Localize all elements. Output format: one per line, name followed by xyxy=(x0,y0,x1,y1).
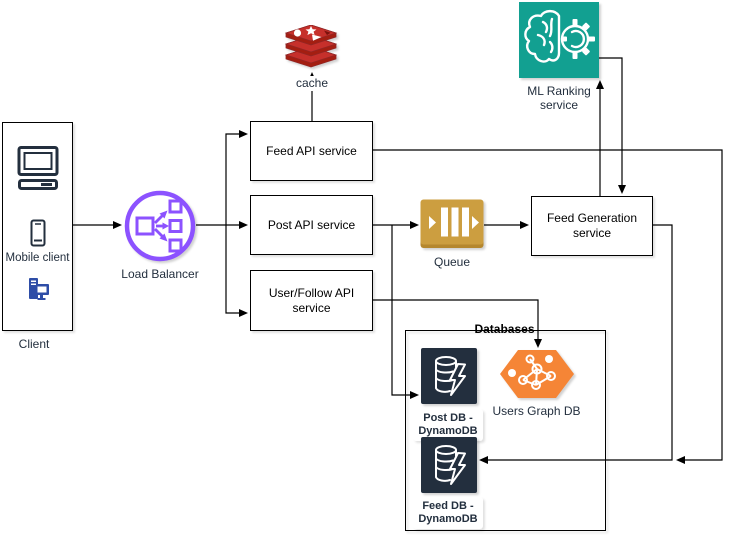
post-db-label: Post DB - DynamoDB xyxy=(413,409,483,441)
client-label: Client xyxy=(18,337,50,351)
cache-label: cache xyxy=(292,76,332,91)
edge-feed-generation-to-ml-ranking xyxy=(596,80,604,196)
post-db-dynamodb-icon xyxy=(421,348,477,404)
edge-load-balancer-to-feed-api xyxy=(225,130,248,225)
ml-ranking-icon xyxy=(519,2,599,78)
edge-user-api-to-users-graph-db xyxy=(371,299,542,348)
edge-queue-to-feed-generation xyxy=(484,221,529,229)
client-group-box: Mobile client xyxy=(2,122,73,331)
feed-api-service-label: Feed API service xyxy=(266,143,357,158)
mobile-phone-icon xyxy=(30,219,45,247)
edge-post-api-to-post-db xyxy=(391,225,419,399)
mobile-client-label: Mobile client xyxy=(5,252,70,264)
load-balancer-icon xyxy=(122,188,198,264)
ml-ranking-label: ML Ranking service xyxy=(527,84,591,112)
feed-api-service-box: Feed API service xyxy=(250,121,373,181)
edge-feed-generation-to-feed-db xyxy=(479,224,673,464)
edge-post-api-to-queue xyxy=(371,221,419,229)
edge-ml-ranking-to-feed-generation xyxy=(599,57,626,194)
feed-generation-label-line2: service xyxy=(572,226,611,240)
desktop-computer-icon xyxy=(17,146,58,190)
user-follow-api-label-line2: service xyxy=(292,300,331,315)
load-balancer-label: Load Balancer xyxy=(121,267,199,281)
users-graph-db-icon xyxy=(499,349,575,399)
edge-load-balancer-to-post-api xyxy=(196,221,248,229)
edge-load-balancer-to-user-api xyxy=(225,225,248,317)
edge-client-to-load-balancer xyxy=(71,221,122,229)
post-api-service-label: Post API service xyxy=(267,217,356,232)
databases-title: Databases xyxy=(474,322,535,336)
feed-generation-label-line1: Feed Generation xyxy=(546,211,638,225)
users-graph-db-label: Users Graph DB xyxy=(492,404,581,418)
feed-db-dynamodb-icon xyxy=(421,437,477,493)
edge-feed-api-right-loop xyxy=(371,149,723,464)
user-follow-api-label-line1: User/Follow API xyxy=(268,285,355,300)
post-api-service-box: Post API service xyxy=(250,195,373,255)
queue-label: Queue xyxy=(433,255,471,269)
workstation-icon xyxy=(28,278,49,300)
databases-container xyxy=(405,330,606,531)
queue-icon xyxy=(420,199,484,249)
user-follow-api-service-box: User/Follow API service xyxy=(250,270,373,331)
feed-db-label: Feed DB - DynamoDB xyxy=(413,497,483,529)
redis-cache-icon xyxy=(284,25,338,73)
feed-generation-service-box: Feed Generation service xyxy=(531,196,653,256)
